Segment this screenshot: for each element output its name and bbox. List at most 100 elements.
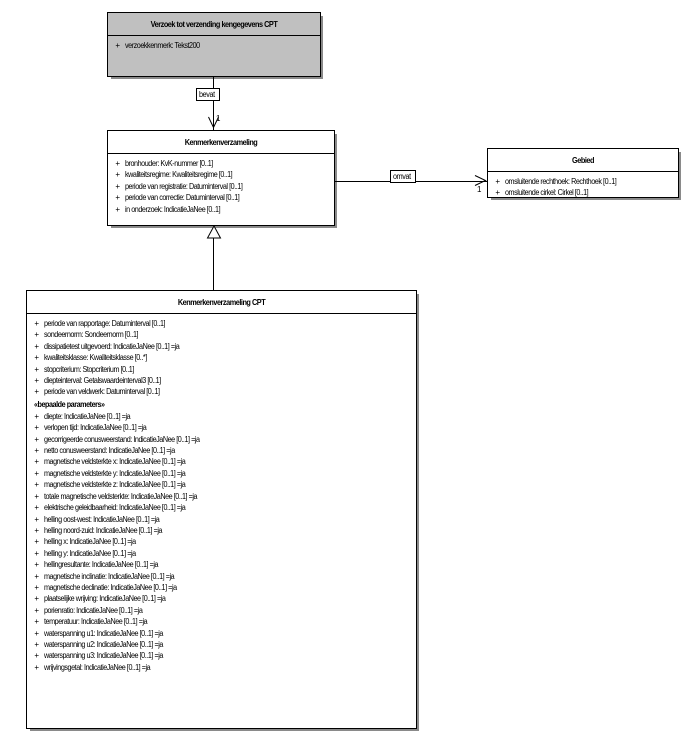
visibility-marker: + — [34, 319, 39, 328]
visibility-marker: + — [34, 491, 39, 501]
attribute-text: verzoekkenmerk: Tekst200 — [125, 41, 200, 50]
attribute-row: + omsluitende rechthoek: Rechthoek [0..1… — [490, 176, 676, 187]
class-box-kenmerkenverzameling-cpt[interactable]: Kenmerkenverzameling CPT + periode van r… — [26, 290, 417, 729]
attribute-row: + verzoekkenmerk: Tekst200 — [110, 40, 318, 51]
attribute-row: + dissipatietest uitgevoerd: IndicatieJa… — [29, 341, 414, 352]
visibility-marker: + — [34, 341, 39, 351]
visibility-marker: + — [34, 446, 39, 456]
multiplicity-bevat-target: 1 — [216, 114, 221, 123]
attribute-text: hellingresultante: IndicatieJaNee [0..1]… — [44, 560, 159, 570]
attribute-text: omsluitende rechthoek: Rechthoek [0..1] — [505, 177, 617, 186]
arrow-open-icon — [208, 116, 219, 129]
visibility-marker: + — [115, 159, 120, 168]
attribute-text: magnetische veldsterkte z: IndicatieJaNe… — [44, 480, 186, 490]
association-label-omvat: omvat — [390, 170, 416, 183]
attribute-row: + kwaliteitsregime: Kwaliteitsregime [0.… — [110, 169, 332, 180]
attribute-row: + helling noord-zuid: IndicatieJaNee [0.… — [29, 525, 414, 536]
attribute-text: waterspanning u1: IndicatieJaNee [0..1] … — [44, 628, 163, 638]
visibility-marker: + — [34, 537, 39, 547]
attribute-text: periode van correctie: Datuminterval [0.… — [125, 193, 240, 203]
attribute-text: waterspanning u3: IndicatieJaNee [0..1] … — [44, 651, 163, 661]
attribute-text: elektrische geleidbaarheid: IndicatieJaN… — [44, 503, 186, 513]
class-attributes: + omsluitende rechthoek: Rechthoek [0..1… — [488, 172, 678, 204]
visibility-marker: + — [34, 617, 39, 627]
attribute-text: helling y: IndicatieJaNee [0..1] =ja — [44, 548, 136, 558]
attribute-text: sondeernorm: Sondeernorm [0..1] — [44, 330, 139, 340]
association-line-bevat — [213, 77, 214, 130]
attribute-row: + netto conusweerstand: IndicatieJaNee [… — [29, 445, 414, 456]
visibility-marker: + — [34, 639, 39, 649]
attribute-row: + porienratio: IndicatieJaNee [0..1] =ja — [29, 605, 414, 616]
class-box-gebied[interactable]: Gebied + omsluitende rechthoek: Rechthoe… — [487, 148, 679, 198]
visibility-marker: + — [34, 364, 39, 374]
attribute-text: magnetische inclinatie: IndicatieJaNee [… — [44, 571, 175, 581]
attribute-text: plaatselijke wrijving: IndicatieJaNee [0… — [44, 594, 166, 604]
attribute-row: + omsluitende cirkel: Cirkel [0..1] — [490, 187, 676, 198]
attribute-row: + diepteinterval: Getalswaardeinterval3 … — [29, 375, 414, 386]
class-title: Kenmerkenverzameling — [184, 137, 258, 147]
class-separator — [27, 313, 416, 314]
visibility-marker: + — [34, 514, 39, 524]
attribute-text: magnetische declinatie: IndicatieJaNee [… — [44, 582, 177, 592]
class-separator — [108, 153, 334, 154]
attribute-row: + waterspanning u3: IndicatieJaNee [0..1… — [29, 650, 414, 661]
attribute-text: netto conusweerstand: IndicatieJaNee [0.… — [44, 446, 175, 456]
visibility-marker: + — [34, 434, 39, 444]
visibility-marker: + — [34, 582, 39, 592]
class-box-kenmerkenverzameling[interactable]: Kenmerkenverzameling + bronhouder: KvK-n… — [107, 130, 335, 226]
class-title: Gebied — [572, 155, 594, 165]
attribute-row: + magnetische inclinatie: IndicatieJaNee… — [29, 571, 414, 582]
attribute-row: + sondeernorm: Sondeernorm [0..1] — [29, 329, 414, 340]
visibility-marker: + — [34, 387, 39, 397]
visibility-marker: + — [115, 41, 120, 50]
attribute-row: + diepte: IndicatieJaNee [0..1] =ja — [29, 411, 414, 422]
class-attributes: + bronhouder: KvK-nummer [0..1] + kwalit… — [108, 154, 334, 220]
generalization-line — [213, 238, 214, 290]
class-separator — [488, 171, 678, 172]
attribute-row: + waterspanning u1: IndicatieJaNee [0..1… — [29, 628, 414, 639]
attribute-text: gecorrigeerde conusweerstand: IndicatieJ… — [44, 434, 200, 444]
generalization-triangle-icon — [206, 225, 222, 239]
attribute-row: + hellingresultante: IndicatieJaNee [0..… — [29, 559, 414, 570]
attribute-text: kwaliteitsregime: Kwaliteitsregime [0..1… — [125, 170, 233, 180]
attribute-text: porienratio: IndicatieJaNee [0..1] =ja — [44, 605, 143, 615]
visibility-marker: + — [34, 503, 39, 513]
attribute-text: temperatuur: IndicatieJaNee [0..1] =ja — [44, 617, 148, 627]
attribute-text: helling noord-zuid: IndicatieJaNee [0..1… — [44, 525, 163, 535]
class-separator — [108, 35, 320, 36]
attribute-row: + verlopen tijd: IndicatieJaNee [0..1] =… — [29, 422, 414, 433]
visibility-marker: + — [34, 594, 39, 604]
attribute-row: + gecorrigeerde conusweerstand: Indicati… — [29, 434, 414, 445]
attribute-text: bronhouder: KvK-nummer [0..1] — [125, 159, 213, 168]
class-attributes: + periode van rapportage: Datuminterval … — [27, 314, 416, 678]
attribute-row: + periode van veldwerk: Datuminterval [0… — [29, 386, 414, 397]
attribute-text: diepte: IndicatieJaNee [0..1] =ja — [44, 411, 131, 421]
visibility-marker: + — [34, 628, 39, 638]
visibility-marker: + — [115, 170, 120, 180]
attribute-row: + periode van correctie: Datuminterval [… — [110, 192, 332, 203]
visibility-marker: + — [115, 193, 120, 203]
visibility-marker: + — [34, 376, 39, 386]
attribute-row: + magnetische veldsterkte z: IndicatieJa… — [29, 479, 414, 490]
visibility-marker: + — [34, 525, 39, 535]
attribute-text: wrijvingsgetal: IndicatieJaNee [0..1] =j… — [44, 662, 151, 672]
attribute-row: + plaatselijke wrijving: IndicatieJaNee … — [29, 593, 414, 604]
stereotype-label: «bepaalde parameters» — [34, 399, 105, 409]
visibility-marker: + — [34, 662, 39, 672]
attribute-text: diepteinterval: Getalswaardeinterval3 [0… — [44, 376, 161, 386]
attribute-row: + bronhouder: KvK-nummer [0..1] — [110, 158, 332, 169]
visibility-marker: + — [34, 468, 39, 478]
attribute-row: + stopcriterium: Stopcriterium [0..1] — [29, 364, 414, 375]
attribute-row: + totale magnetische veldsterkte: Indica… — [29, 491, 414, 502]
multiplicity-omvat-target: 1 — [477, 185, 482, 194]
attribute-row: + helling y: IndicatieJaNee [0..1] =ja — [29, 548, 414, 559]
visibility-marker: + — [34, 605, 39, 615]
class-box-verzoek-tot-verzending-kengegevens-cpt[interactable]: Verzoek tot verzending kengegevens CPT +… — [107, 12, 321, 77]
attribute-row: + elektrische geleidbaarheid: IndicatieJ… — [29, 502, 414, 513]
attribute-text: stopcriterium: Stopcriterium [0..1] — [44, 364, 134, 374]
visibility-marker: + — [34, 423, 39, 433]
visibility-marker: + — [495, 188, 500, 198]
attribute-text: periode van registratie: Datuminterval [… — [125, 181, 243, 191]
visibility-marker: + — [34, 560, 39, 570]
attribute-text: helling oost-west: IndicatieJaNee [0..1]… — [44, 514, 160, 524]
